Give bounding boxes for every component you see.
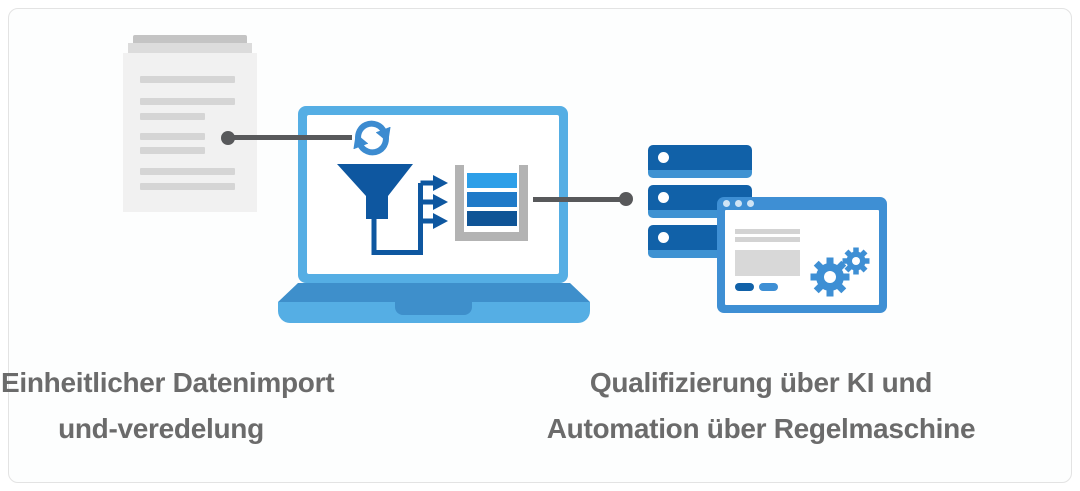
content-button-primary	[735, 283, 754, 291]
server-led	[658, 232, 669, 243]
laptop-notch	[395, 302, 472, 315]
window-dot	[735, 200, 742, 207]
caption-left-line2: und-veredelung	[58, 413, 264, 444]
laptop-base-bar	[278, 302, 590, 323]
content-button-secondary	[759, 283, 778, 291]
window-dot	[747, 200, 754, 207]
browser-content	[725, 210, 879, 305]
funnel-flow-icon	[337, 164, 448, 255]
caption-left-line1: Einheitlicher Datenimport	[1, 367, 335, 398]
document-text-line	[140, 133, 205, 140]
stack-bar-bottom	[467, 211, 517, 226]
laptop-base	[278, 283, 590, 302]
document-text-line	[140, 183, 235, 190]
caption-right-line2: Automation über Regelmaschine	[546, 413, 976, 444]
document-text-line	[140, 147, 205, 154]
browser-window-icon	[717, 197, 887, 313]
caption-right-line1: Qualifizierung über KI und	[589, 367, 933, 398]
stack-icon	[455, 165, 528, 241]
document-icon	[123, 35, 257, 212]
document-text-line	[140, 113, 205, 120]
connector-left-dot	[221, 131, 235, 145]
document-page	[123, 53, 257, 212]
server-base-strip	[648, 210, 752, 218]
server-led	[658, 192, 669, 203]
document-text-line	[140, 98, 235, 105]
connector-left-line	[228, 135, 352, 140]
server-led	[658, 152, 669, 163]
window-dot	[723, 200, 730, 207]
server-base-strip	[648, 250, 752, 258]
document-page-edge-back	[133, 35, 247, 43]
content-text-line	[735, 237, 800, 242]
content-text-line	[735, 229, 800, 234]
stack-bar-middle	[467, 192, 517, 207]
document-page-edge-middle	[128, 43, 252, 53]
server-base-strip	[648, 170, 752, 178]
sync-icon	[353, 120, 391, 156]
content-block	[735, 250, 800, 276]
connector-right-line	[533, 197, 626, 202]
stack-bracket	[455, 165, 528, 241]
document-text-line	[140, 168, 235, 175]
stack-bar-top	[467, 173, 517, 188]
document-text-line	[140, 76, 235, 83]
caption-right: Qualifizierung über KI und Automation üb…	[536, 360, 986, 452]
connector-right-dot	[619, 192, 633, 206]
gears-icon	[810, 247, 870, 297]
server-unit	[648, 145, 752, 178]
caption-left: Einheitlicher Datenimport und-veredelung	[1, 360, 335, 452]
